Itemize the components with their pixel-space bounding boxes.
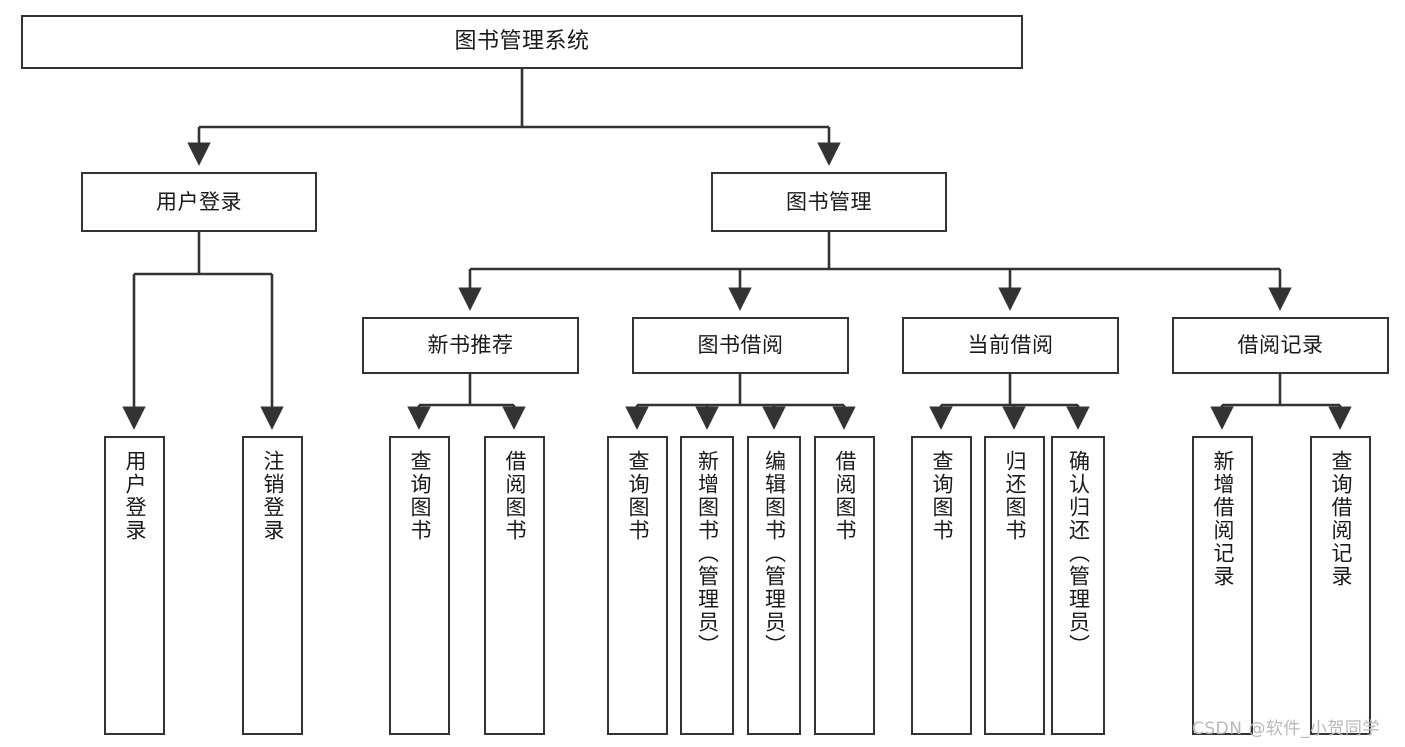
node-user-login[interactable]: 用户登录: [81, 172, 317, 232]
node-leaf-borrow-book-rec[interactable]: 借阅图书: [484, 436, 545, 735]
node-label: 确认归还（管理员）: [1066, 450, 1091, 657]
node-leaf-edit-book-admin[interactable]: 编辑图书（管理员）: [747, 436, 801, 735]
node-label: 图书管理系统: [454, 29, 590, 55]
node-label: 新增借阅记录: [1211, 450, 1236, 588]
node-leaf-query-book-borrow[interactable]: 查询图书: [607, 436, 668, 735]
node-book-manage[interactable]: 图书管理: [711, 172, 947, 232]
node-leaf-user-login[interactable]: 用户登录: [104, 436, 165, 735]
node-label: 借阅图书: [833, 450, 858, 542]
node-leaf-query-book-rec[interactable]: 查询图书: [389, 436, 450, 735]
node-label: 注销登录: [261, 450, 286, 542]
node-label: 新增图书（管理员）: [695, 450, 720, 657]
node-book-borrow[interactable]: 图书借阅: [632, 317, 849, 374]
node-borrow-record[interactable]: 借阅记录: [1172, 317, 1389, 374]
node-label: 新书推荐: [427, 333, 514, 358]
node-label: 归还图书: [1003, 450, 1028, 542]
node-leaf-borrow-book[interactable]: 借阅图书: [814, 436, 875, 735]
node-label: 图书管理: [786, 189, 872, 214]
node-root-system[interactable]: 图书管理系统: [21, 15, 1023, 69]
node-leaf-query-borrow-record[interactable]: 查询借阅记录: [1310, 436, 1371, 735]
node-leaf-confirm-return-admin[interactable]: 确认归还（管理员）: [1051, 436, 1105, 735]
node-label: 图书借阅: [697, 333, 784, 358]
node-label: 借阅图书: [503, 450, 528, 542]
node-label: 用户登录: [123, 450, 148, 542]
node-leaf-query-book-current[interactable]: 查询图书: [911, 436, 972, 735]
node-new-book-recommend[interactable]: 新书推荐: [362, 317, 579, 374]
node-leaf-user-logout[interactable]: 注销登录: [242, 436, 303, 735]
node-label: 查询借阅记录: [1329, 450, 1354, 588]
node-leaf-return-book[interactable]: 归还图书: [984, 436, 1045, 735]
node-label: 编辑图书（管理员）: [762, 450, 787, 657]
node-leaf-add-book-admin[interactable]: 新增图书（管理员）: [680, 436, 734, 735]
node-label: 当前借阅: [967, 333, 1054, 358]
node-label: 用户登录: [156, 189, 242, 214]
node-label: 借阅记录: [1237, 333, 1324, 358]
node-label: 查询图书: [626, 450, 651, 542]
node-label: 查询图书: [930, 450, 955, 542]
node-label: 查询图书: [408, 450, 433, 542]
node-leaf-add-borrow-record[interactable]: 新增借阅记录: [1192, 436, 1253, 735]
node-current-borrow[interactable]: 当前借阅: [902, 317, 1119, 374]
